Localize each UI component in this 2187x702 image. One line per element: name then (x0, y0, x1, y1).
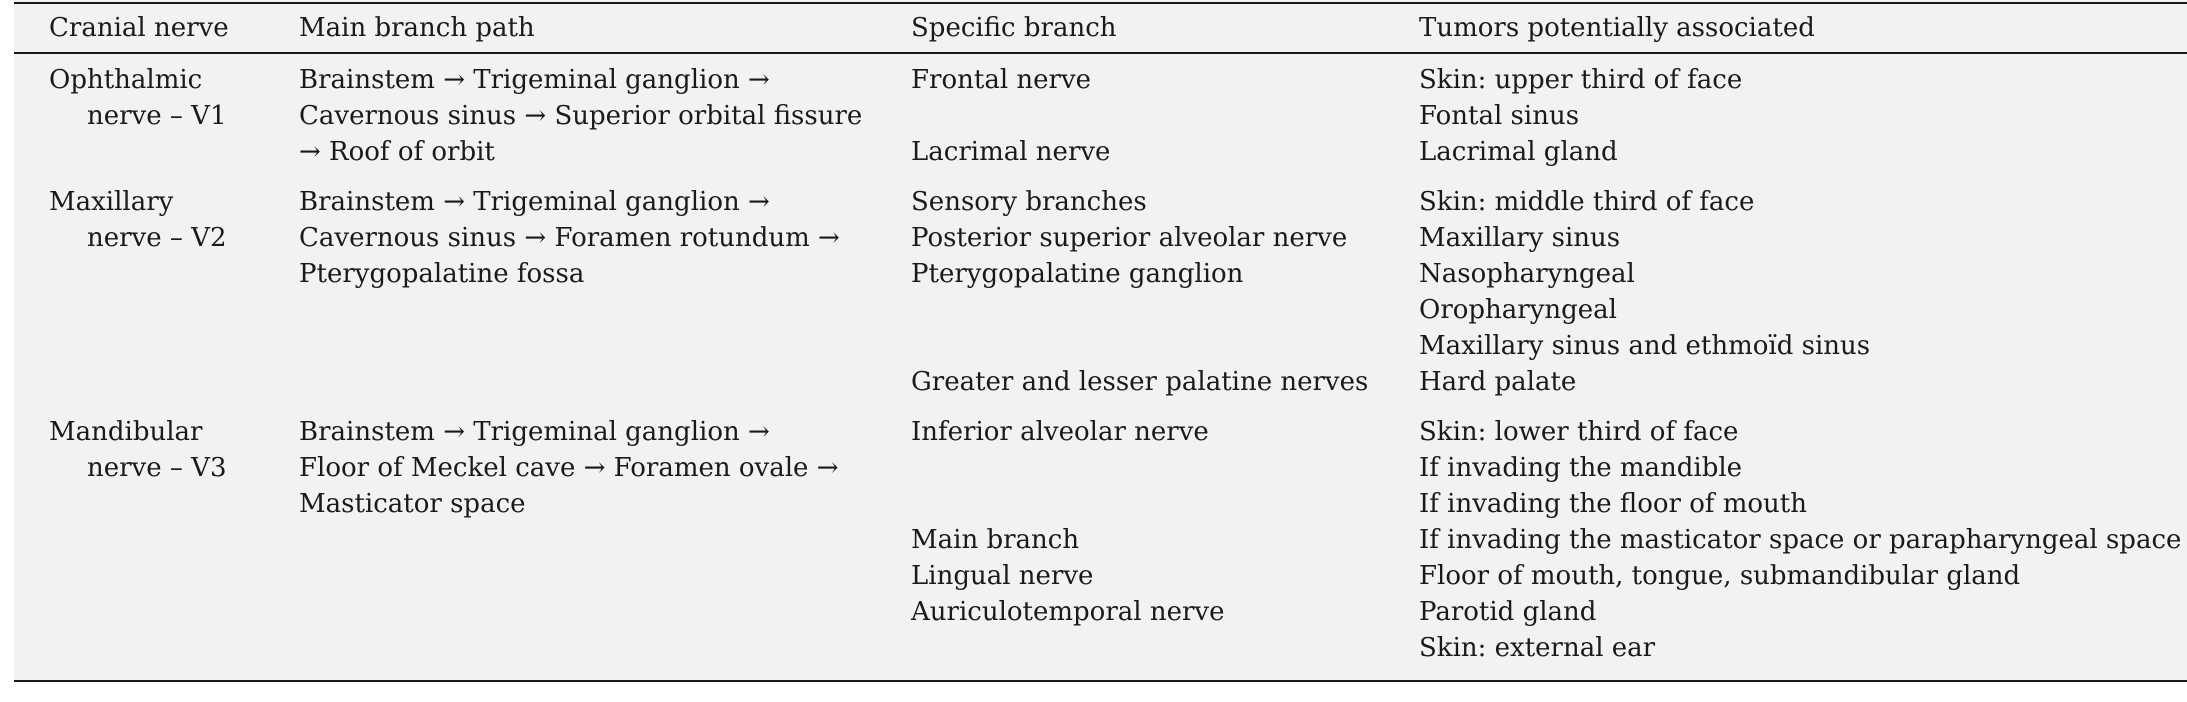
branch-line (911, 486, 1224, 522)
row-v3-tumors: Skin: lower third of face If invading th… (1419, 414, 2181, 666)
branch-line: Frontal nerve (911, 65, 1092, 95)
tumor-line: Skin: external ear (1419, 633, 1656, 663)
branch-line: Pterygopalatine ganglion (911, 259, 1244, 289)
tumor-line: Oropharyngeal (1419, 295, 1617, 325)
branch-line (911, 630, 1224, 666)
tumor-line: If invading the floor of mouth (1419, 489, 1807, 519)
path-line: Pterygopalatine fossa (299, 259, 585, 289)
header-bottom-rule (14, 52, 2187, 54)
row-v3-nerve: Mandibular nerve – V3 (49, 414, 226, 486)
tumor-line: If invading the mandible (1419, 453, 1743, 483)
path-line: Masticator space (299, 489, 526, 519)
nerve-line: nerve – V2 (87, 223, 227, 253)
table-bottom-rule (14, 680, 2187, 682)
tumor-line: Hard palate (1419, 367, 1577, 397)
tumor-line: Lacrimal gland (1419, 137, 1618, 167)
nerve-line: Ophthalmic (49, 65, 203, 95)
branch-line: Lingual nerve (911, 561, 1094, 591)
header-main-branch-path: Main branch path (299, 13, 535, 43)
row-v1-tumors: Skin: upper third of face Fontal sinus L… (1419, 62, 1742, 170)
nerve-line: nerve – V3 (87, 453, 227, 483)
header-tumors: Tumors potentially associated (1419, 13, 1815, 43)
tumor-line: If invading the masticator space or para… (1419, 525, 2182, 555)
row-v2-branches: Sensory branches Posterior superior alve… (911, 184, 1368, 400)
row-v2-path: Brainstem → Trigeminal ganglion → Cavern… (299, 184, 840, 292)
tumor-line: Nasopharyngeal (1419, 259, 1635, 289)
table-top-rule (14, 2, 2187, 4)
branch-line: Auriculotemporal nerve (911, 597, 1225, 627)
nerve-line: Maxillary (49, 187, 174, 217)
path-line: Cavernous sinus → Foramen rotundum → (299, 223, 840, 253)
branch-line: Greater and lesser palatine nerves (911, 367, 1369, 397)
branch-line (911, 292, 1368, 328)
path-line: Brainstem → Trigeminal ganglion → (299, 65, 770, 95)
path-line: Brainstem → Trigeminal ganglion → (299, 417, 770, 447)
branch-line: Lacrimal nerve (911, 137, 1111, 167)
branch-line: Posterior superior alveolar nerve (911, 223, 1348, 253)
path-line: Cavernous sinus → Superior orbital fissu… (299, 101, 863, 131)
nerve-line: nerve – V1 (87, 101, 227, 131)
branch-line (911, 98, 1110, 134)
row-v2-nerve: Maxillary nerve – V2 (49, 184, 226, 256)
tumor-line: Maxillary sinus (1419, 223, 1621, 253)
tumor-line: Maxillary sinus and ethmoïd sinus (1419, 331, 1871, 361)
nerve-line: Mandibular (49, 417, 203, 447)
branch-line: Sensory branches (911, 187, 1147, 217)
row-v1-path: Brainstem → Trigeminal ganglion → Cavern… (299, 62, 862, 170)
tumor-line: Skin: upper third of face (1419, 65, 1743, 95)
row-v2-tumors: Skin: middle third of face Maxillary sin… (1419, 184, 1870, 400)
branch-line (911, 328, 1368, 364)
branch-line: Inferior alveolar nerve (911, 417, 1209, 447)
header-specific-branch: Specific branch (911, 13, 1117, 43)
tumor-line: Skin: middle third of face (1419, 187, 1755, 217)
row-v1-branches: Frontal nerve Lacrimal nerve (911, 62, 1110, 170)
tumor-line: Fontal sinus (1419, 101, 1580, 131)
path-line: Brainstem → Trigeminal ganglion → (299, 187, 770, 217)
tumor-line: Skin: lower third of face (1419, 417, 1739, 447)
row-v1-nerve: Ophthalmic nerve – V1 (49, 62, 226, 134)
tumor-line: Floor of mouth, tongue, submandibular gl… (1419, 561, 2021, 591)
header-cranial-nerve: Cranial nerve (49, 13, 229, 43)
branch-line: Main branch (911, 525, 1080, 555)
row-v3-branches: Inferior alveolar nerve Main branch Ling… (911, 414, 1224, 666)
path-line: → Roof of orbit (299, 137, 495, 167)
nerve-tumor-table: Cranial nerve Main branch path Specific … (14, 0, 2187, 682)
path-line: Floor of Meckel cave → Foramen ovale → (299, 453, 839, 483)
row-v3-path: Brainstem → Trigeminal ganglion → Floor … (299, 414, 839, 522)
tumor-line: Parotid gland (1419, 597, 1597, 627)
branch-line (911, 450, 1224, 486)
